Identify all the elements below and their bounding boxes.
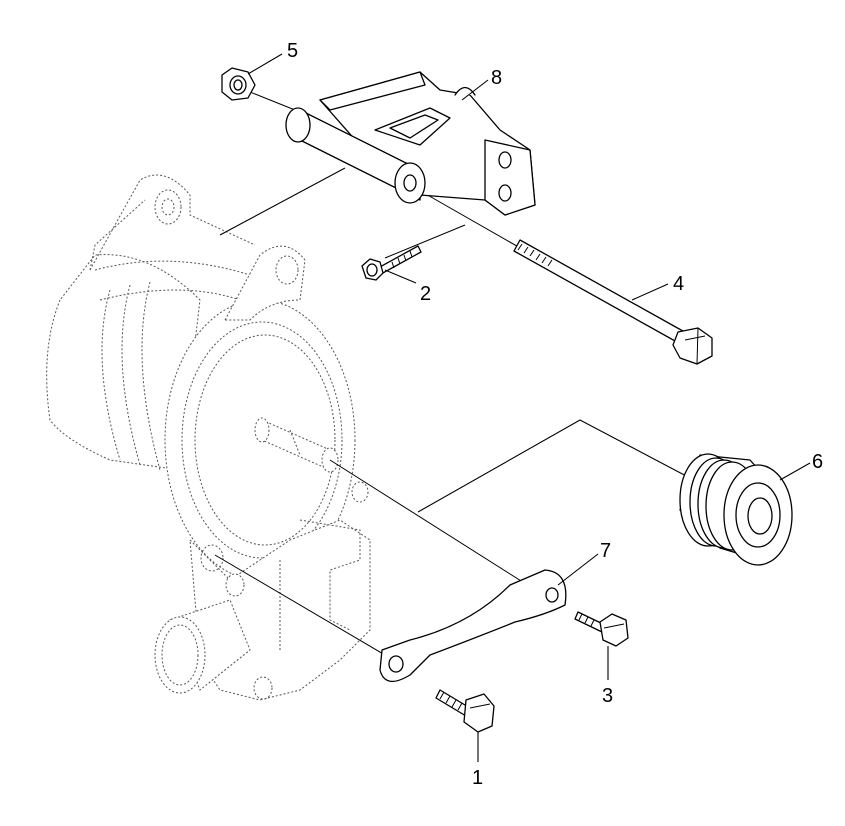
alternator-ghost bbox=[46, 174, 371, 701]
strap-bolt bbox=[574, 611, 629, 647]
callout-leaders bbox=[247, 53, 811, 762]
strap-lower-bolt bbox=[435, 689, 495, 733]
callout-5: 5 bbox=[287, 40, 298, 62]
adjusting-strap bbox=[379, 569, 567, 682]
small-bolt bbox=[361, 245, 422, 281]
long-bolt bbox=[513, 239, 713, 365]
flange-nut bbox=[221, 67, 256, 101]
callout-2: 2 bbox=[420, 283, 431, 305]
callout-3: 3 bbox=[602, 685, 613, 707]
callout-4: 4 bbox=[673, 273, 684, 295]
callout-7: 7 bbox=[600, 540, 611, 562]
callout-8: 8 bbox=[491, 67, 502, 89]
pulley bbox=[679, 453, 793, 566]
callout-1: 1 bbox=[472, 767, 483, 789]
callout-6: 6 bbox=[812, 451, 823, 473]
mounting-bracket bbox=[285, 71, 536, 216]
